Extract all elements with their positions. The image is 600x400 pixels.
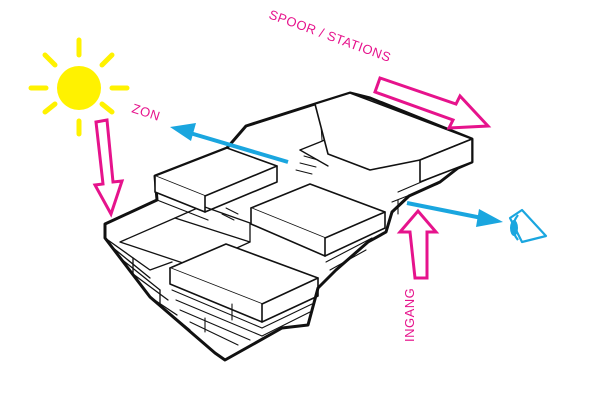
view-direction-arrow [406,201,503,227]
zon-arrow [92,118,125,218]
spoor-arrow [373,76,492,130]
building-massing [103,91,474,362]
sun-icon [28,37,130,137]
ingang-arrow [396,208,440,280]
label-zon: ZON [130,101,162,124]
label-spoor-stations: SPOOR / STATIONS [267,7,393,65]
eye-icon [508,208,548,244]
sun-direction-arrow [170,123,289,164]
label-ingang: INGANG [402,288,417,342]
